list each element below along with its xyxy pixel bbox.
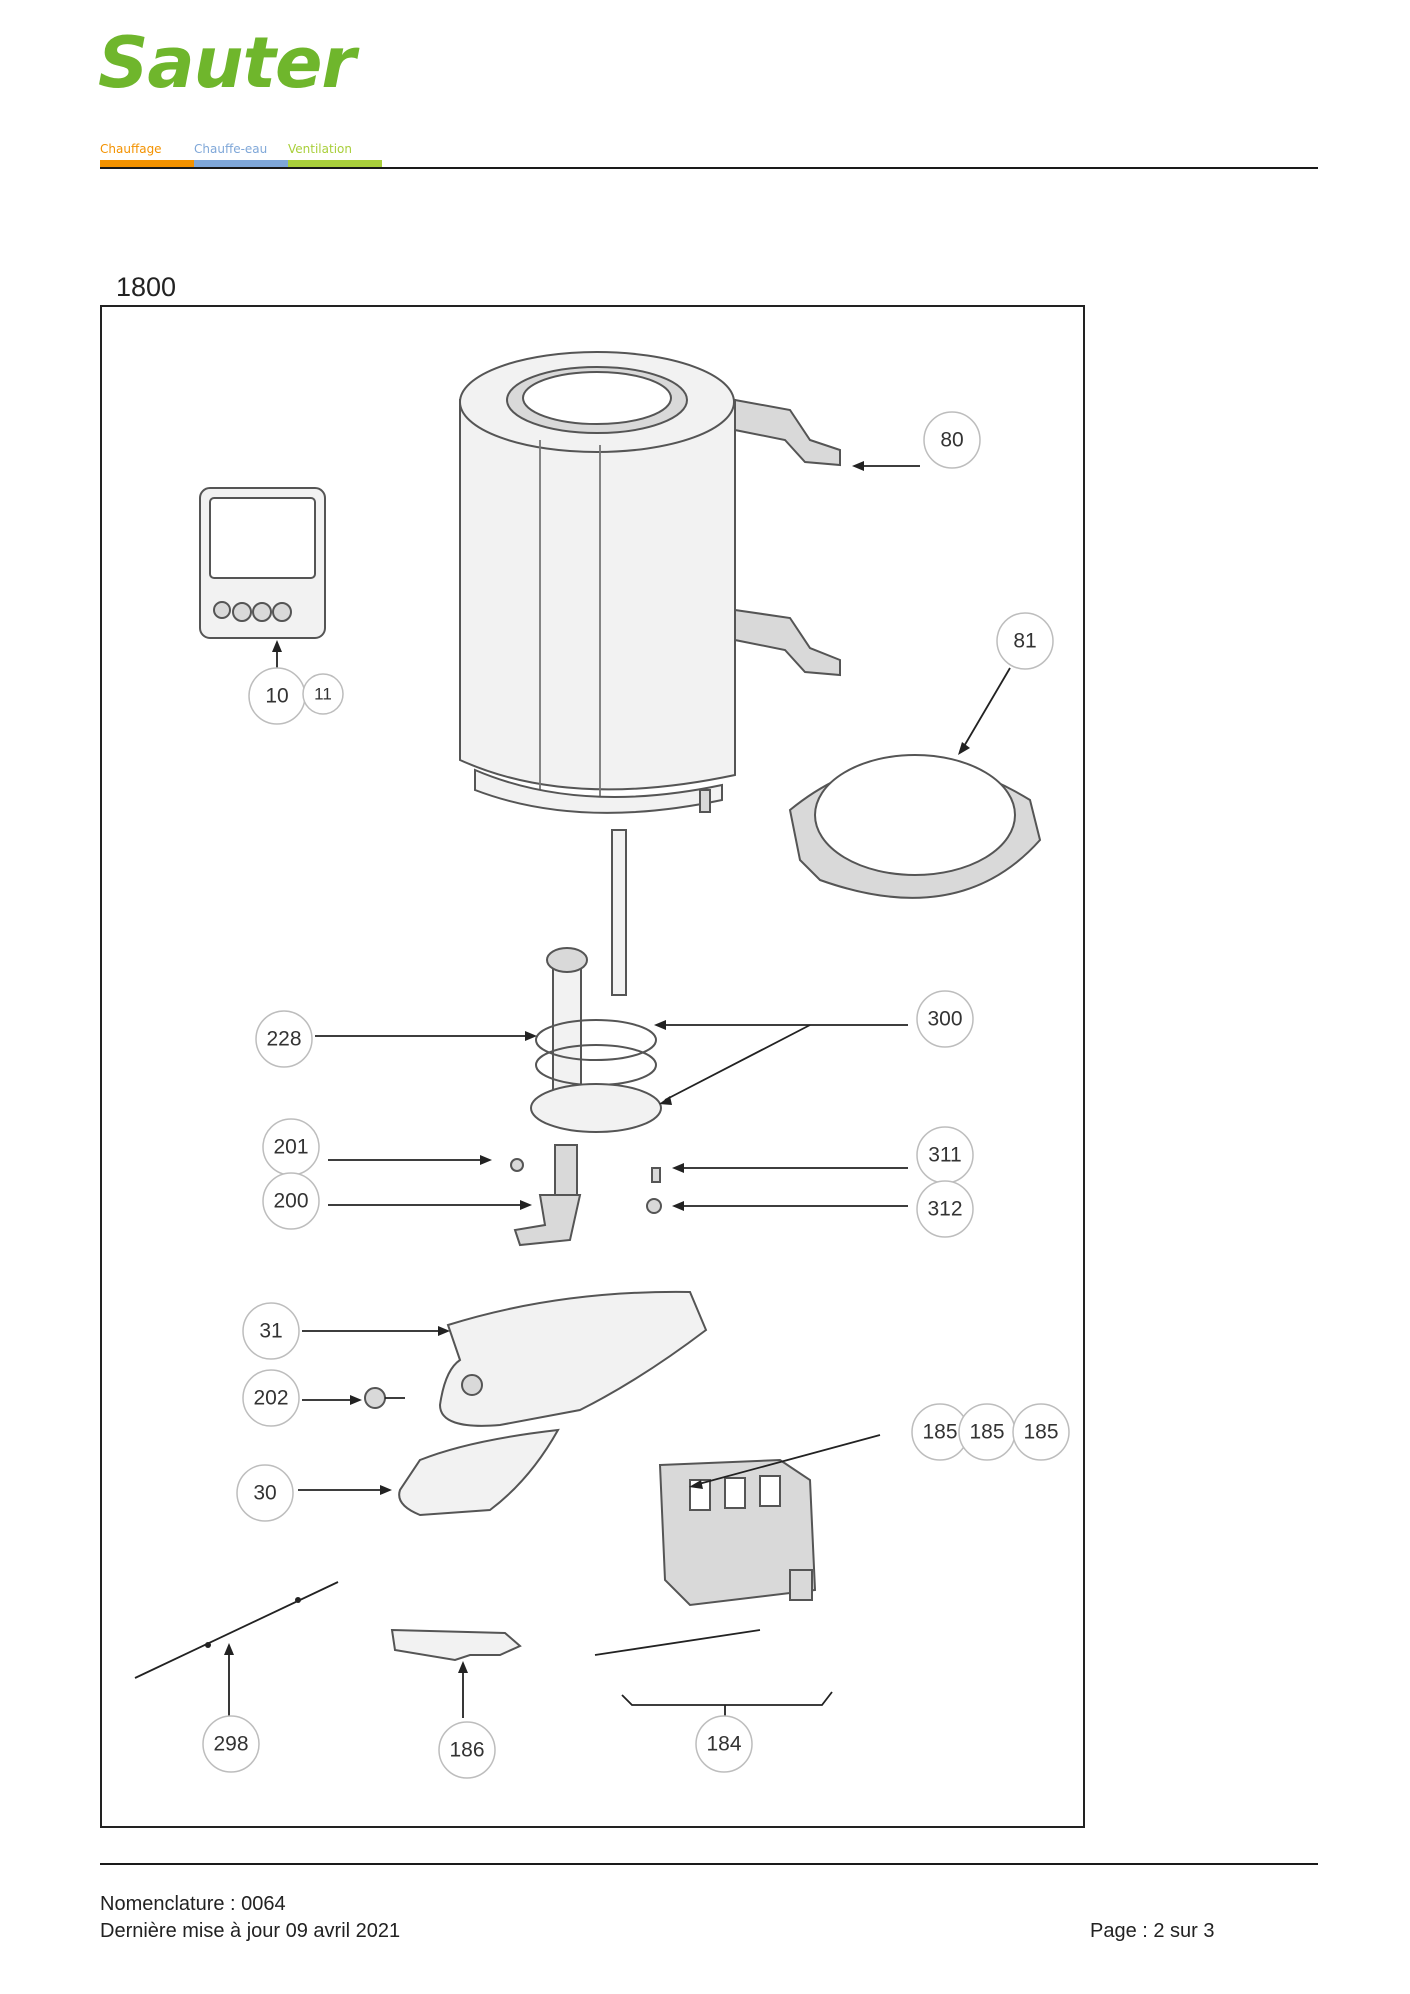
callout-label-184: 184 [706, 1733, 741, 1756]
callout-200: 200 [262, 1172, 320, 1230]
leader-lines [224, 461, 1011, 1725]
figure-title: 1800 [116, 272, 177, 302]
callout-label-300: 300 [927, 1008, 962, 1031]
callout-202: 202 [242, 1369, 300, 1427]
category-bar-ventilation [288, 160, 382, 167]
callout-label-228: 228 [266, 1028, 301, 1051]
callout-185-b: 185 [958, 1403, 1016, 1461]
callout-30: 30 [236, 1464, 294, 1522]
exploded-view-frame [100, 305, 1085, 1828]
front-cover [398, 1428, 560, 1517]
heating-element-assembly [510, 829, 662, 1247]
base-ring [788, 754, 1042, 899]
callout-312: 312 [916, 1180, 974, 1238]
callout-185-a: 185 [911, 1403, 969, 1461]
wall-bracket-bottom [734, 608, 841, 677]
callout-11: 11 [302, 673, 344, 715]
callout-228: 228 [255, 1010, 313, 1068]
brand-logo: Sauter [98, 22, 356, 104]
callout-80: 80 [923, 411, 981, 469]
callout-184: 184 [695, 1715, 753, 1773]
callout-label-200: 200 [273, 1190, 308, 1213]
callout-label-11: 11 [314, 685, 332, 704]
footer-divider [100, 1863, 1318, 1865]
control-panel [199, 487, 326, 639]
callout-31: 31 [242, 1302, 300, 1360]
sensor-cable [134, 1581, 339, 1679]
callout-label-10: 10 [265, 685, 288, 708]
category-chauffe-eau: Chauffe-eau [194, 142, 268, 156]
category-chauffage: Chauffage [100, 142, 162, 156]
callout-label-31: 31 [259, 1320, 282, 1343]
callout-label-80: 80 [940, 429, 963, 452]
callout-label-202: 202 [253, 1387, 288, 1410]
callout-311: 311 [916, 1126, 974, 1184]
callout-label-185-c: 185 [1023, 1421, 1058, 1444]
callout-label-185-a: 185 [922, 1421, 957, 1444]
knob [364, 1387, 405, 1409]
category-ventilation: Ventilation [288, 142, 352, 156]
callout-label-185-b: 185 [969, 1421, 1004, 1444]
header-divider [100, 167, 1318, 169]
sensor-card [390, 1628, 522, 1662]
callout-300: 300 [916, 990, 974, 1048]
callout-185-c: 185 [1012, 1403, 1070, 1461]
callout-186: 186 [438, 1721, 496, 1779]
footer-last-updated: Dernière mise à jour 09 avril 2021 [100, 1920, 401, 1942]
callout-label-298: 298 [213, 1733, 248, 1756]
callout-label-311: 311 [928, 1144, 961, 1167]
lower-cover [438, 1290, 708, 1427]
category-bar-chauffage [100, 160, 194, 167]
footer-nomenclature: Nomenclature : 0064 [100, 1893, 286, 1915]
callout-label-186: 186 [449, 1739, 484, 1762]
category-bar-chauffe-eau [194, 160, 288, 167]
callout-label-30: 30 [253, 1482, 276, 1505]
callout-label-81: 81 [1013, 630, 1036, 653]
callout-298: 298 [202, 1715, 260, 1773]
callout-label-312: 312 [927, 1198, 962, 1221]
footer-page-number: Page : 2 sur 3 [1090, 1920, 1215, 1942]
wall-bracket-top [734, 398, 841, 467]
water-heater-tank [459, 351, 736, 814]
callout-label-201: 201 [273, 1136, 308, 1159]
control-board [594, 1458, 817, 1656]
callout-81: 81 [996, 612, 1054, 670]
callout-201: 201 [262, 1118, 320, 1176]
callout-10: 10 [248, 667, 306, 725]
